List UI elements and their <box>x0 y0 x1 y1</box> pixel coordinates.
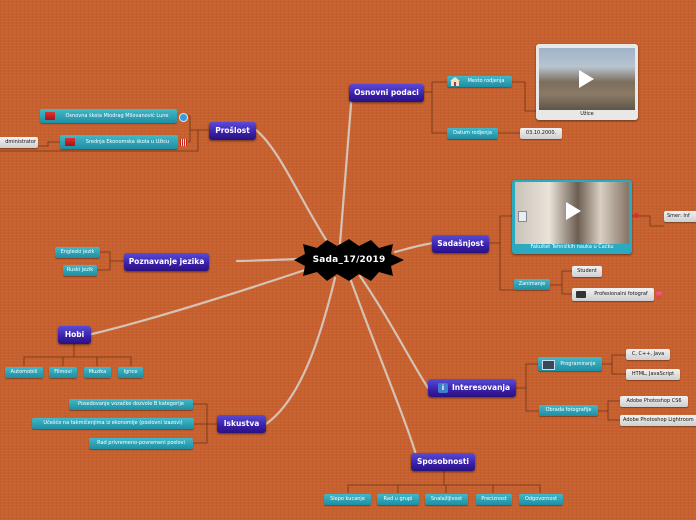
note-icon <box>518 211 527 222</box>
node-datum-rodjenja[interactable]: Datum rodjenja <box>447 128 498 139</box>
play-icon <box>566 202 581 220</box>
node-obrada-fotografije[interactable]: Obrada fotografije <box>539 405 598 416</box>
node-srednja-skola[interactable]: Srednja Ekonomska škola u Užicu <box>60 135 178 149</box>
jezik-item-1[interactable]: Engleski jezik <box>55 247 100 258</box>
hobi-item-3[interactable]: Muzika <box>84 367 111 378</box>
node-hobi[interactable]: Hobi <box>58 326 91 344</box>
interesovanja-label: Interesovanja <box>450 379 512 397</box>
datum-rodjenja-value[interactable]: 03.10.2000. <box>520 128 562 139</box>
central-topic[interactable]: Sada_17/2019 <box>293 238 405 282</box>
jezik-item-2[interactable]: Ruski jezik <box>63 265 97 276</box>
hobi-item-4[interactable]: Igrice <box>118 367 143 378</box>
prog-item-2[interactable]: HTML, JavaScript <box>626 369 680 380</box>
obrada-item-2[interactable]: Adobe Photoshop Lightroom <box>620 415 696 426</box>
node-poznavanje-jezika[interactable]: Poznavanje jezika <box>124 253 209 271</box>
faculty-caption: Fakultet Tehničkih nauka u Čačku <box>512 244 632 250</box>
sposobnost-item-4[interactable]: Preciznost <box>476 494 512 505</box>
mesto-rodjenja-label: Mesto rodjenja <box>462 76 510 87</box>
fotograf-label: Profesionalni fotograf <box>590 288 652 301</box>
info-icon <box>634 213 639 218</box>
building-icon <box>180 139 187 146</box>
globe-icon <box>179 113 188 122</box>
hobi-item-1[interactable]: Automobili <box>5 367 43 378</box>
prog-item-1[interactable]: C, C++, Java <box>626 349 670 360</box>
house-icon <box>450 77 460 86</box>
node-iskustva[interactable]: Iskustva <box>217 415 266 433</box>
hobi-item-2[interactable]: Filmovi <box>49 367 77 378</box>
node-proslost[interactable]: Prošlost <box>209 122 256 140</box>
faculty-video[interactable]: Fakultet Tehničkih nauka u Čačku <box>512 180 632 254</box>
node-mesto-rodjenja[interactable]: Mesto rodjenja <box>447 76 512 87</box>
obrada-item-1[interactable]: Adobe Photoshop CS6 <box>620 396 688 407</box>
camera-icon <box>576 291 586 298</box>
book-icon <box>45 112 55 120</box>
info-icon: i <box>438 383 448 393</box>
iskustvo-item-2[interactable]: Učešće na takmičenjima iz ekonomije (pos… <box>32 418 194 429</box>
student-value[interactable]: Student <box>572 266 602 277</box>
computer-icon <box>542 360 555 370</box>
node-osnovna-skola[interactable]: Osnovna škola Miodrag Milovanović Lune <box>40 109 177 123</box>
sposobnost-item-5[interactable]: Odgovornost <box>519 494 563 505</box>
smer-value[interactable]: Smer: Inf <box>664 211 696 222</box>
fotograf-value[interactable]: Profesionalni fotograf <box>572 288 654 301</box>
instagram-icon <box>656 292 662 298</box>
city-video[interactable]: Užice <box>536 44 638 120</box>
programiranje-label: Programiranje <box>556 357 600 371</box>
node-programiranje[interactable]: Programiranje <box>538 357 602 371</box>
osnovna-skola-label: Osnovna škola Miodrag Milovanović Lune <box>59 109 175 123</box>
node-sadasnjost[interactable]: Sadašnjost <box>432 235 489 253</box>
sposobnost-item-1[interactable]: Slepo kucanje <box>324 494 371 505</box>
iskustvo-item-1[interactable]: Posedovanje vozačke dozvole B kategorije <box>69 399 193 410</box>
administrator-value[interactable]: dministrator <box>0 137 38 148</box>
sposobnost-item-3[interactable]: Snalažljivost <box>425 494 468 505</box>
node-sposobnosti[interactable]: Sposobnosti <box>411 453 475 471</box>
iskustvo-item-3[interactable]: Rad privremeno-povremeni poslovi <box>89 438 193 449</box>
node-interesovanja[interactable]: i Interesovanja <box>428 379 516 397</box>
play-icon <box>579 70 594 88</box>
srednja-skola-label: Srednja Ekonomska škola u Užicu <box>79 135 176 149</box>
book-icon <box>65 138 75 146</box>
sposobnost-item-2[interactable]: Rad u grupi <box>377 494 419 505</box>
node-zanimanje[interactable]: Zanimanje <box>514 279 550 290</box>
node-osnovni-podaci[interactable]: Osnovni podaci <box>349 84 424 102</box>
city-caption: Užice <box>536 111 638 117</box>
central-label: Sada_17/2019 <box>293 238 405 282</box>
